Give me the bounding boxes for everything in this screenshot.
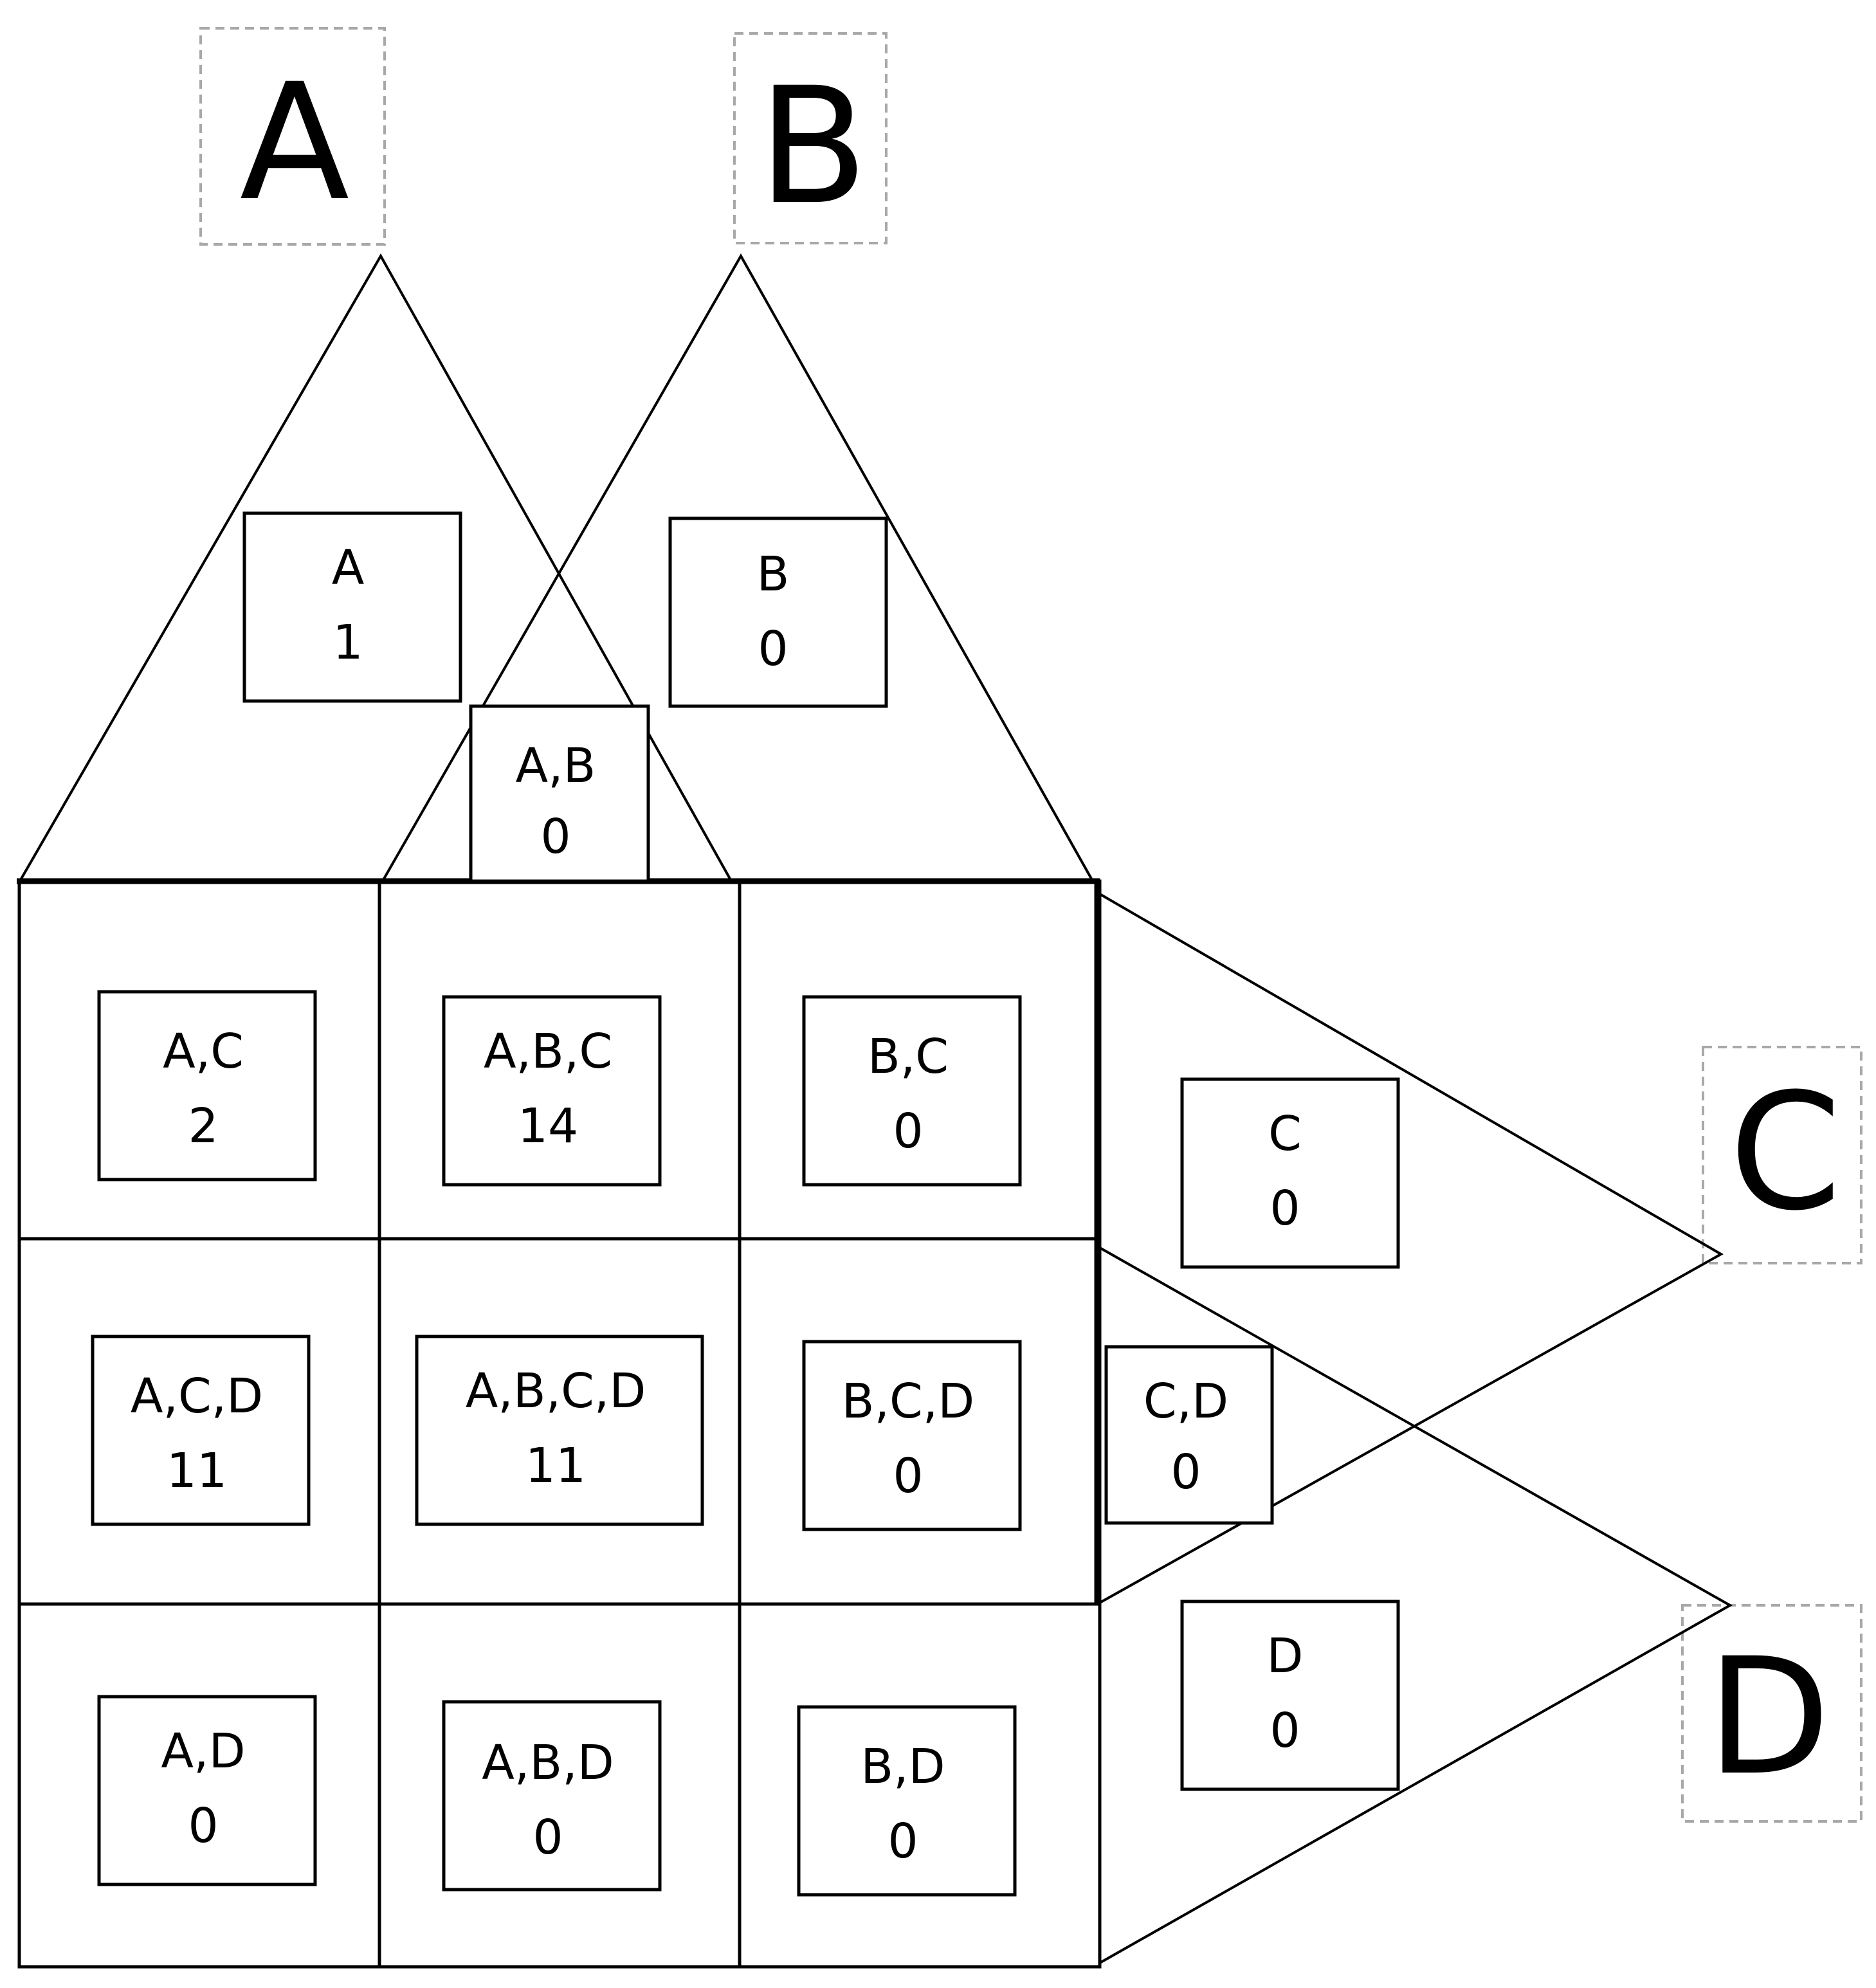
region-c-d-sets: C,D [1143,1374,1228,1429]
region-a: A 1 [242,511,462,703]
set-letter-d: D [1707,1623,1831,1810]
region-b-d-sets: B,D [861,1739,945,1794]
region-b-sets: B [757,547,790,602]
set-label-b: B [733,32,888,244]
region-b-c-sets: B,C [868,1029,949,1084]
region-b-count: 0 [758,621,788,677]
region-a-b-c: A,B,C 14 [442,995,662,1187]
region-d: D 0 [1180,1600,1400,1791]
region-c-d: C,D 0 [1104,1345,1274,1525]
region-a-c-count: 2 [188,1099,218,1154]
region-b-c-d-count: 0 [893,1448,923,1504]
region-a-c-sets: A,C [163,1024,244,1079]
set-label-frame-c [1702,1046,1862,1264]
set-letter-c: C [1729,1059,1842,1246]
region-a-b-d-count: 0 [533,1810,563,1865]
region-a-b-d: A,B,D 0 [442,1700,662,1892]
region-c-sets: C [1268,1106,1302,1162]
region-a-c-d-count: 11 [167,1443,227,1499]
region-a-b: A,B 0 [469,704,650,883]
region-c-count: 0 [1270,1181,1300,1236]
region-a-c-d-sets: A,C,D [131,1369,263,1424]
region-a-b-d-sets: A,B,D [482,1735,614,1791]
region-b-d: B,D 0 [797,1705,1017,1897]
region-b-d-count: 0 [888,1814,918,1869]
region-a-b-count: 0 [540,809,570,864]
region-c: C 0 [1180,1077,1400,1269]
region-c-d-count: 0 [1170,1445,1201,1500]
region-a-b-c-d-count: 11 [525,1438,586,1493]
region-a-d-sets: A,D [161,1724,245,1779]
region-d-count: 0 [1270,1703,1300,1758]
region-b-c-d-sets: B,C,D [842,1374,974,1429]
region-a-d: A,D 0 [97,1695,317,1886]
set-label-d: D [1681,1604,1862,1823]
region-a-d-count: 0 [188,1798,218,1854]
set-letter-a: A [239,49,349,236]
region-b-c: B,C 0 [802,995,1022,1187]
region-d-sets: D [1267,1628,1304,1684]
region-a-b-c-d-sets: A,B,C,D [466,1363,646,1419]
region-a-b-c-count: 14 [518,1099,578,1154]
region-b-c-count: 0 [893,1104,923,1159]
region-a-sets: A [332,540,365,596]
set-letter-b: B [758,53,868,240]
region-a-b-sets: A,B [516,738,596,794]
region-a-c: A,C 2 [97,990,317,1181]
set-label-a: A [199,27,386,246]
region-a-c-d: A,C,D 11 [91,1335,311,1526]
set-label-frame-b [733,32,888,244]
region-b: B 0 [668,516,888,708]
region-a-count: 1 [332,615,363,670]
set-label-frame-d [1681,1604,1862,1823]
set-label-c: C [1702,1046,1862,1264]
set-label-frame-a [199,27,386,246]
region-b-c-d: B,C,D 0 [802,1340,1022,1531]
region-a-b-c-d: A,B,C,D 11 [415,1335,704,1526]
region-a-b-c-sets: A,B,C [484,1024,612,1079]
